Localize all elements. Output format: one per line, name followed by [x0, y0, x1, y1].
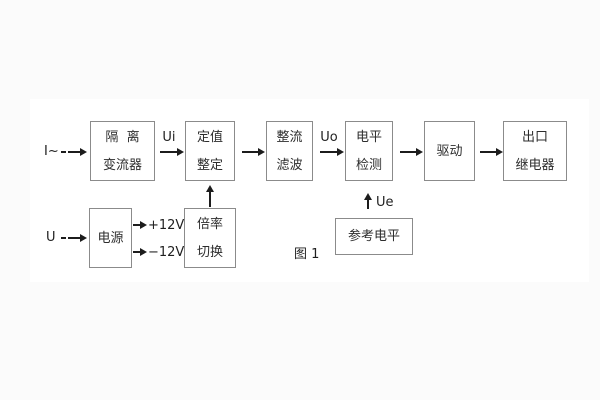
block-ratio-switch: 倍率 切换 — [184, 208, 236, 268]
arrow-ratio-to-setpoint — [209, 192, 211, 207]
arrow-reference-ue — [367, 200, 369, 209]
block-label: 切换 — [196, 244, 223, 260]
input-voltage-lead-dash — [61, 237, 66, 239]
block-label: 参考电平 — [347, 229, 400, 244]
block-label: 驱动 — [436, 143, 463, 159]
block-rectify-filter: 整流 滤波 — [266, 121, 313, 181]
label-minus-12v: −12V — [148, 245, 185, 260]
block-label: 变流器 — [102, 157, 142, 173]
arrow-setpoint-to-rectifier — [242, 151, 258, 153]
block-label: 检测 — [355, 157, 382, 173]
block-drive: 驱动 — [424, 121, 475, 181]
block-label: 电平 — [355, 129, 382, 145]
block-label: 定值 — [196, 129, 223, 145]
input-current-arrow — [68, 151, 80, 153]
label-ue: Ue — [376, 195, 394, 210]
arrow-rectifier-to-level — [320, 151, 337, 153]
arrow-isolator-to-setpoint — [160, 151, 177, 153]
arrow-minus-12v — [133, 251, 140, 253]
block-power-supply: 电源 — [89, 208, 132, 268]
label-uo: Uo — [320, 130, 338, 145]
arrow-plus-12v — [133, 224, 140, 226]
input-voltage-arrow — [68, 237, 80, 239]
block-reference-level: 参考电平 — [335, 218, 413, 255]
block-setpoint-adjust: 定值 整定 — [185, 121, 235, 181]
label-input-voltage: U — [46, 230, 56, 245]
label-ui: Ui — [162, 130, 176, 145]
label-plus-12v: +12V — [148, 218, 185, 233]
label-input-current: I~ — [44, 144, 59, 159]
figure-caption: 图 1 — [294, 247, 320, 262]
arrow-level-to-drive — [400, 151, 416, 153]
block-label: 隔 离 — [105, 129, 140, 145]
block-label: 整定 — [196, 157, 223, 173]
block-label: 出口 — [521, 129, 548, 145]
block-label: 继电器 — [515, 157, 555, 173]
block-output-relay: 出口 继电器 — [503, 121, 567, 181]
block-isolation-converter: 隔 离 变流器 — [90, 121, 155, 181]
input-current-lead-dash — [61, 151, 66, 153]
block-label: 倍率 — [196, 216, 223, 232]
block-label: 电源 — [97, 230, 124, 246]
block-level-detect: 电平 检测 — [345, 121, 393, 181]
block-label: 滤波 — [276, 157, 303, 173]
block-label: 整流 — [276, 129, 303, 145]
arrow-drive-to-output — [480, 151, 496, 153]
